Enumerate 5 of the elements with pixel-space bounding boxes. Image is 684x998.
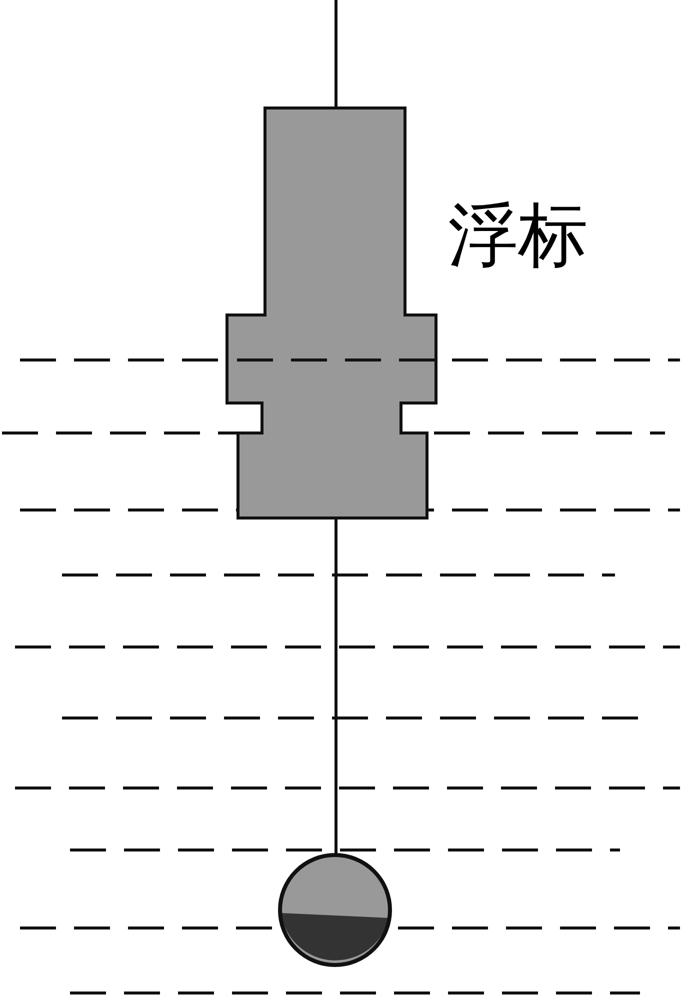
weight-ball bbox=[277, 852, 393, 968]
string-line bbox=[334, 518, 338, 855]
buoy bbox=[225, 106, 438, 520]
buoy-label: 浮标 bbox=[448, 200, 588, 270]
string-line bbox=[334, 0, 338, 108]
